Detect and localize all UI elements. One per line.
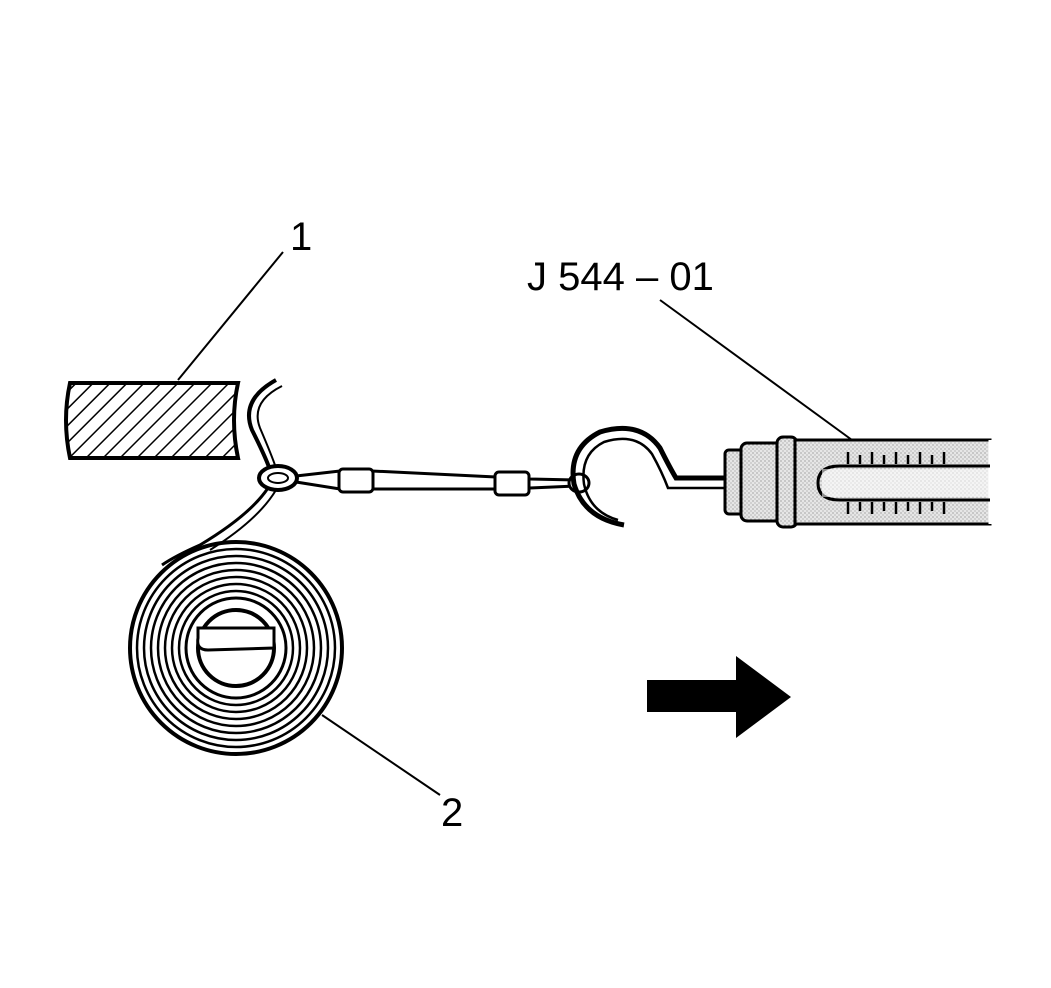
- gauge-hook: [570, 425, 728, 528]
- callout-label-2: 2: [441, 791, 463, 835]
- gauge-scale-ticks: [846, 452, 946, 514]
- leader-line-1: [177, 251, 284, 381]
- spring-end-loop: [257, 464, 299, 492]
- spring-strip: [161, 487, 277, 567]
- wire-ferrule-right: [493, 470, 531, 497]
- callout-label-1: 1: [290, 215, 312, 259]
- anchor-block: [64, 381, 241, 460]
- tool-label: J 544 – 01: [527, 255, 714, 299]
- connecting-wire: [295, 469, 577, 491]
- arrow-right-icon: [647, 656, 791, 738]
- coil-arbor-slot: [196, 626, 276, 652]
- leader-line-tool: [659, 299, 853, 441]
- leader-line-2: [321, 714, 441, 796]
- spring-scale-gauge: [723, 435, 992, 529]
- spring-hook-end: [247, 378, 283, 471]
- wire-ferrule-left: [337, 467, 375, 494]
